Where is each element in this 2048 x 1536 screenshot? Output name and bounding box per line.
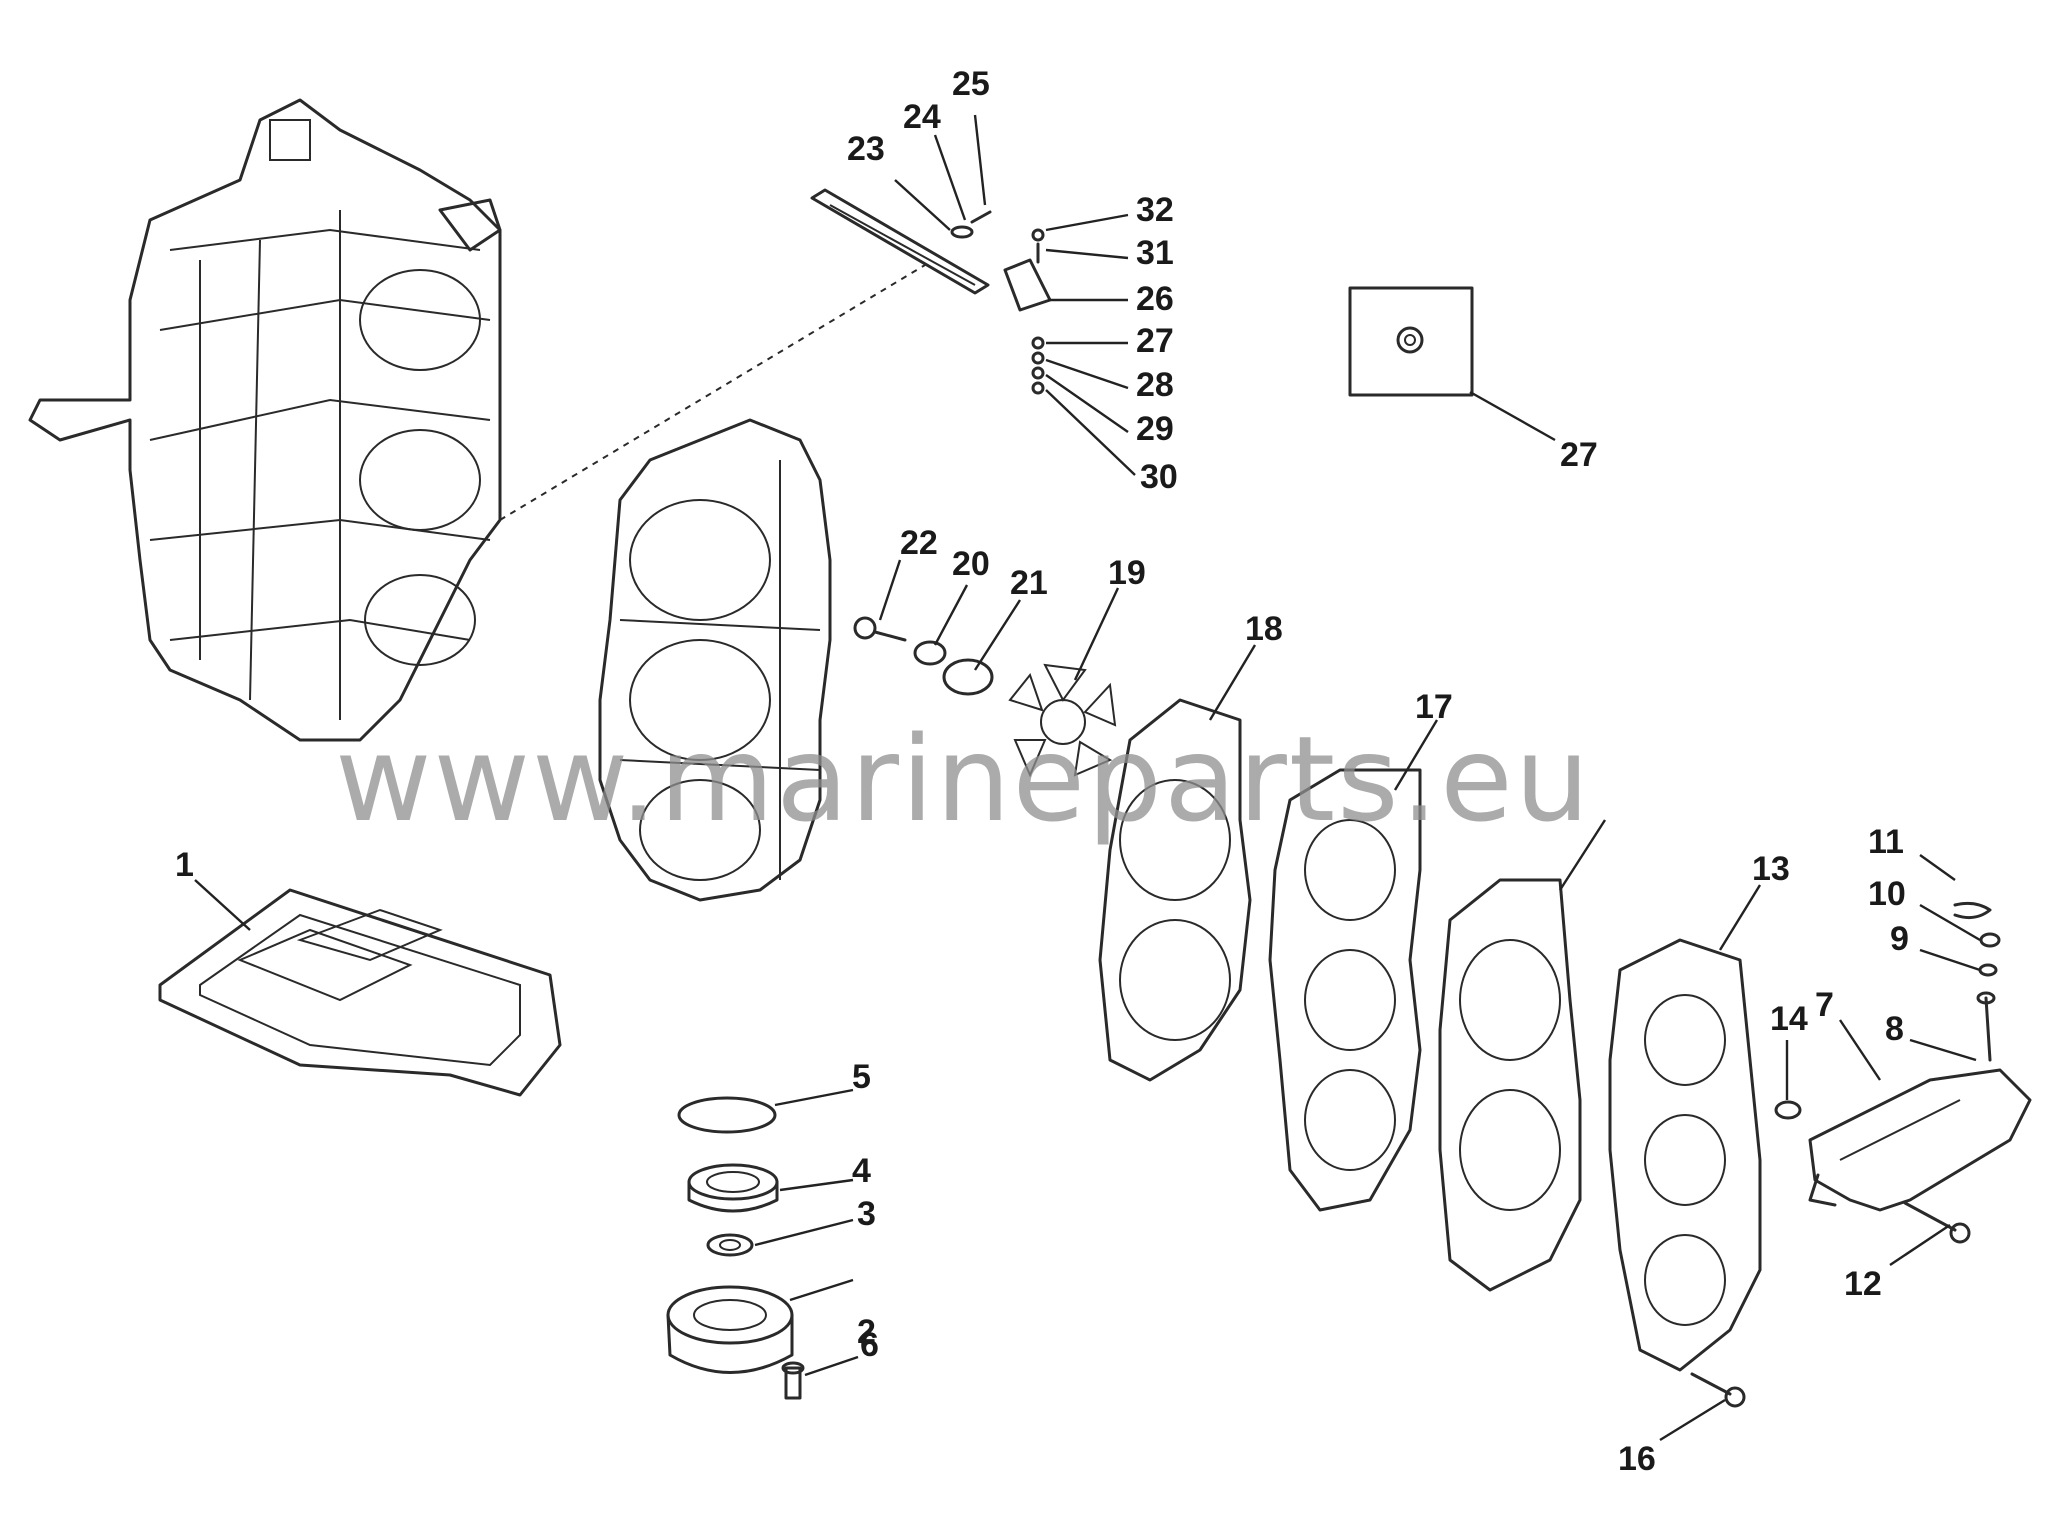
callout-10: 10 <box>1868 875 1906 913</box>
callout-2: 2 <box>857 1313 876 1351</box>
callout-6: 6 <box>860 1326 879 1364</box>
cylinder-head <box>598 418 832 902</box>
part-19-reed-petal <box>1008 663 1117 778</box>
callout-8: 8 <box>1885 1010 1904 1048</box>
callout-31: 31 <box>1136 234 1174 272</box>
part-28-spring <box>1031 351 1045 365</box>
part-18-gasket <box>1098 698 1252 1082</box>
part-10-nut <box>1979 932 2001 948</box>
part-13-reed-block <box>1608 938 1762 1372</box>
callout-12: 12 <box>1844 1265 1882 1303</box>
part-9-washer <box>1978 963 1998 977</box>
part-gasket-plate <box>1438 878 1582 1292</box>
callout-28: 28 <box>1136 366 1174 404</box>
part-25-spring <box>970 210 992 224</box>
part-29-washer <box>1031 366 1045 380</box>
part-11-clip <box>1953 901 1992 920</box>
part-6-bolt <box>781 1361 805 1400</box>
part-30-nut <box>1031 381 1045 395</box>
callout-7: 7 <box>1815 986 1834 1024</box>
part-8-screw <box>1976 991 1996 1062</box>
callout-27-inset: 27 <box>1560 436 1598 474</box>
part-21-valve-plate <box>942 658 994 696</box>
callout-4: 4 <box>852 1152 871 1190</box>
callout-14: 14 <box>1770 1000 1808 1038</box>
part-23-reed-rail <box>810 188 990 295</box>
part-14-washer <box>1774 1100 1802 1120</box>
callout-19: 19 <box>1108 554 1146 592</box>
part-12-bolt <box>1903 1201 1971 1244</box>
part-26-block <box>1003 258 1052 312</box>
callout-30: 30 <box>1140 458 1178 496</box>
cylinder-block <box>28 98 502 742</box>
callout-5: 5 <box>852 1058 871 1096</box>
callout-25: 25 <box>952 65 990 103</box>
part-24-pin <box>950 225 974 239</box>
part-16-bolt <box>1690 1372 1746 1408</box>
part-5-o-ring <box>677 1096 777 1134</box>
part-4-seal <box>687 1163 779 1213</box>
callout-21: 21 <box>1010 564 1048 602</box>
callout-17: 17 <box>1415 688 1453 726</box>
callout-13: 13 <box>1752 850 1790 888</box>
part-20-washer <box>913 640 947 666</box>
part-1-gasket <box>158 888 562 1097</box>
callout-9: 9 <box>1890 920 1909 958</box>
part-7-bracket <box>1808 1068 2032 1212</box>
part-17-plate <box>1268 768 1422 1212</box>
callout-labels: 1 2 3 4 5 6 7 8 9 10 11 12 13 14 16 17 1… <box>175 65 1909 1478</box>
callout-23: 23 <box>847 130 885 168</box>
callout-22: 22 <box>900 524 938 562</box>
callout-32: 32 <box>1136 191 1174 229</box>
leader-lines <box>194 114 1981 1442</box>
part-27-washer <box>1031 336 1045 350</box>
assembly-guide-line <box>499 264 926 521</box>
callout-29: 29 <box>1136 410 1174 448</box>
callout-1: 1 <box>175 846 194 884</box>
part-3-bushing <box>706 1233 754 1257</box>
part-22-screw <box>853 616 907 642</box>
callout-24: 24 <box>903 98 941 136</box>
watermark-text: www.marineparts.eu <box>335 710 1592 848</box>
callout-20: 20 <box>952 545 990 583</box>
part-2-housing <box>666 1285 794 1374</box>
part-32-nut <box>1031 228 1045 242</box>
callout-11: 11 <box>1868 823 1904 861</box>
part-27-detail-inset <box>1348 286 1474 397</box>
callout-27: 27 <box>1136 322 1174 360</box>
callout-18: 18 <box>1245 610 1283 648</box>
callout-16: 16 <box>1618 1440 1656 1478</box>
callout-3: 3 <box>857 1195 876 1233</box>
callout-26: 26 <box>1136 280 1174 318</box>
